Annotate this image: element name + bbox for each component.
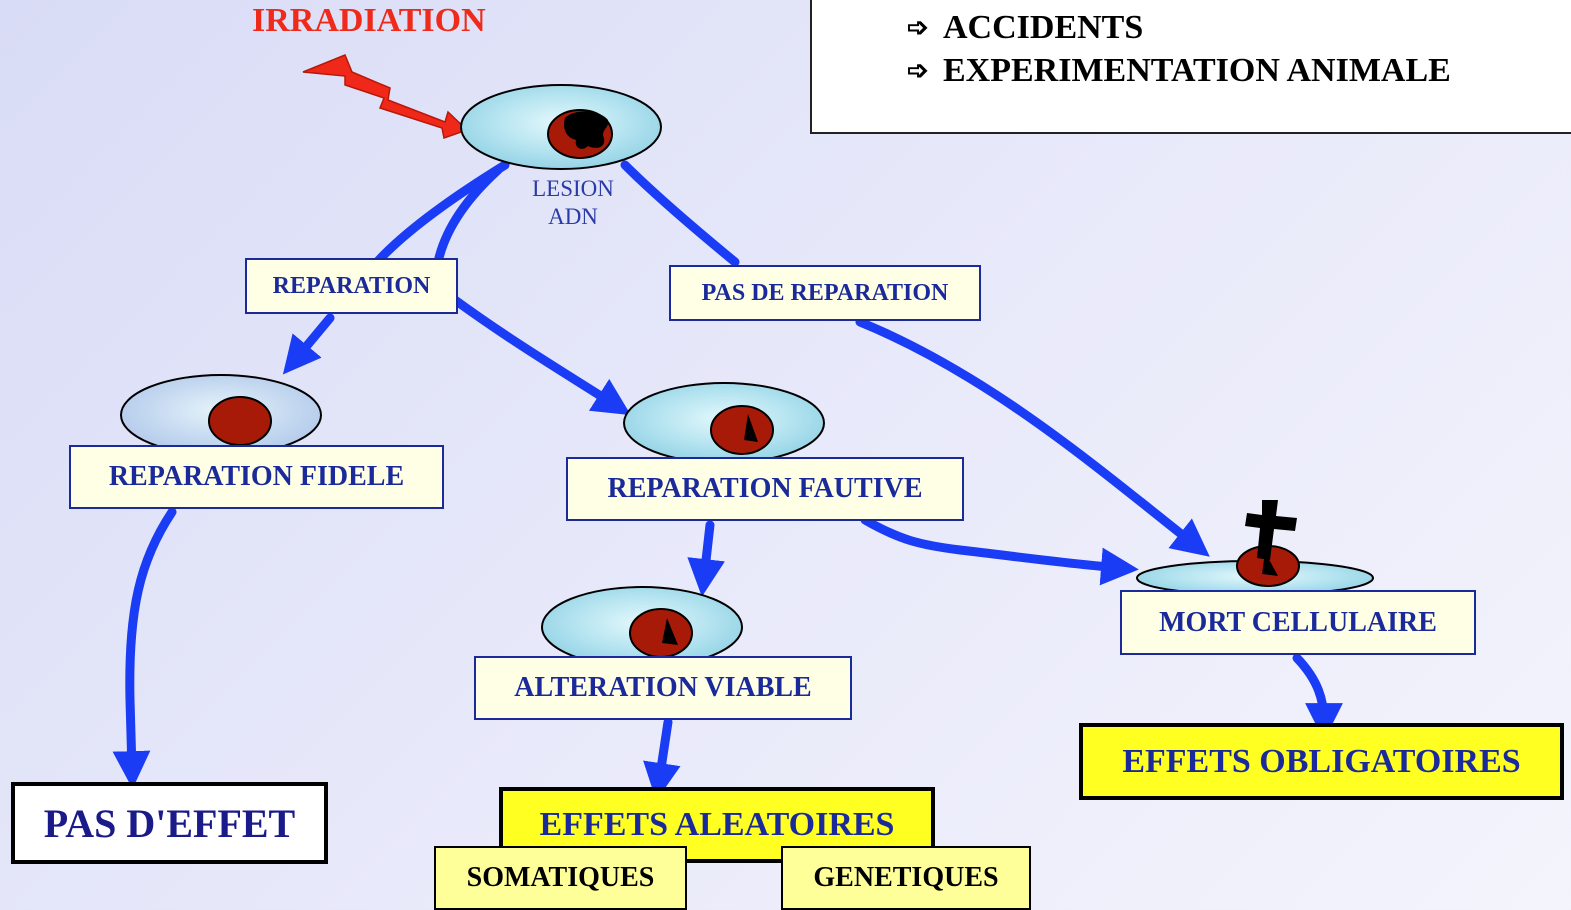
legend-item-label: ACCIDENTS: [943, 9, 1144, 46]
arrow-to-reparation-fautive: [450, 295, 631, 416]
alteration-viable-label: ALTERATION VIABLE: [474, 656, 852, 720]
cell-alteration-viable: [541, 586, 743, 668]
cell-mort-cellulaire: [1136, 500, 1374, 596]
pas-effet-box: PAS D'EFFET: [11, 782, 328, 864]
damaged-dna-icon: [564, 111, 609, 149]
pas-de-reparation-label: PAS DE REPARATION: [669, 265, 981, 321]
mutation-icon: [662, 618, 678, 645]
lesion-adn-label: LESION ADN: [518, 175, 628, 231]
lesion-label-line2: ADN: [548, 204, 598, 229]
arrow-reparation-branch: [433, 165, 503, 267]
cell-lesion: [460, 84, 662, 170]
title-irradiation: IRRADIATION: [252, 2, 486, 39]
flow-arrows: [112, 160, 1343, 801]
arrow-to-alteration-viable: [687, 520, 725, 597]
cell-reparation-fautive: [623, 382, 825, 464]
cross-icon: [1245, 500, 1297, 560]
lesion-label-line1: LESION: [532, 176, 614, 201]
somatiques-box: SOMATIQUES: [434, 846, 687, 910]
arrow-to-pas-effet: [112, 507, 177, 789]
legend-box: ➩ ACCIDENTS ➩ EXPERIMENTATION ANIMALE: [810, 0, 1571, 134]
genetiques-box: GENETIQUES: [781, 846, 1031, 910]
arrow-fautive-to-mort: [860, 515, 1139, 586]
arrow-to-mort-cellulaire: [855, 317, 1210, 557]
legend-item: ➩ ACCIDENTS: [907, 6, 1571, 49]
arrow-bullet-icon: ➩: [907, 13, 929, 42]
legend-item-label: EXPERIMENTATION ANIMALE: [943, 52, 1451, 89]
reparation-fidele-label: REPARATION FIDELE: [69, 445, 444, 509]
cell-reparation-fidele: [120, 374, 322, 456]
lightning-bolt-icon: [302, 54, 469, 139]
arrow-bullet-icon: ➩: [907, 56, 929, 85]
legend-item: ➩ EXPERIMENTATION ANIMALE: [907, 49, 1571, 92]
reparation-label: REPARATION: [245, 258, 458, 314]
mutation-icon: [744, 414, 758, 442]
reparation-fautive-label: REPARATION FAUTIVE: [566, 457, 964, 521]
arrow-to-effets-obligatoires: [1292, 653, 1343, 741]
arrow-to-pas-de-reparation: [620, 160, 740, 267]
arrow-to-effets-aleatoires: [643, 717, 681, 801]
effets-obligatoires-box: EFFETS OBLIGATOIRES: [1079, 723, 1564, 800]
mort-cellulaire-label: MORT CELLULAIRE: [1120, 590, 1476, 655]
